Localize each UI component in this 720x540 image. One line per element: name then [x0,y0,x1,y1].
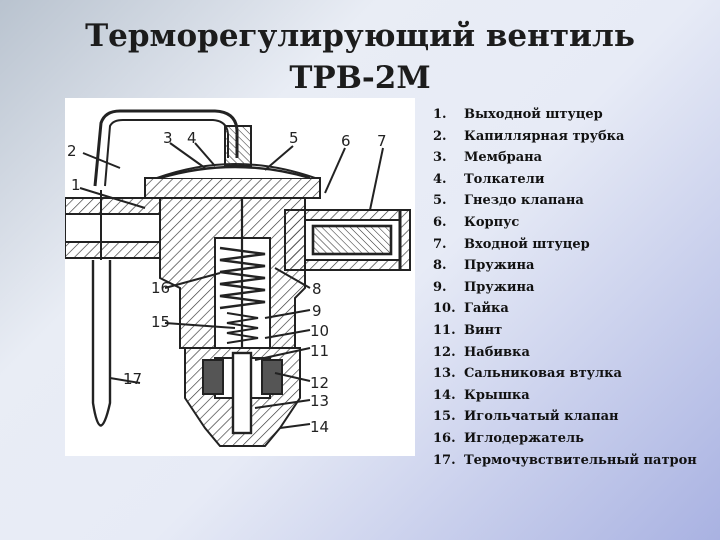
callout-6: 6 [341,132,351,150]
legend-item: 6.Корпус [433,214,520,230]
callout-10: 10 [310,322,329,340]
callout-labels: 1 2 3 4 5 6 7 8 9 10 11 12 13 14 15 16 1… [67,129,387,436]
callout-7: 7 [377,132,387,150]
callout-15: 15 [151,313,170,331]
legend-item: 10.Гайка [433,301,509,317]
legend-item: 4.Толкатели [433,171,545,187]
valve-linework [65,109,411,447]
legend-item: 15.Игольчатый клапан [433,409,619,425]
parts-legend: 1.Выходной штуцер 2.Капиллярная трубка 3… [433,104,713,471]
legend-item: 12.Набивка [433,344,530,360]
legend-item: 3.Мембрана [433,150,543,166]
valve-cross-section-figure: 1 2 3 4 5 6 7 8 9 10 11 12 13 14 15 16 1… [65,98,415,456]
legend-item: 14.Крышка [433,387,530,403]
callout-5: 5 [289,129,299,147]
callout-12: 12 [310,374,329,392]
legend-item: 11.Винт [433,322,503,338]
legend-item: 1.Выходной штуцер [433,107,603,122]
callout-9: 9 [312,302,322,320]
callout-2: 2 [67,142,77,160]
legend-item: 17.Термочувствительный патрон [433,452,697,468]
callout-8: 8 [312,280,322,298]
legend-item: 5.Гнездо клапана [433,193,584,209]
legend-item: 7.Входной штуцер [433,236,590,252]
callout-3: 3 [163,129,173,147]
callout-14: 14 [310,418,329,436]
callout-16: 16 [151,279,170,297]
callout-4: 4 [187,129,197,147]
legend-item: 2.Капиллярная трубка [433,128,625,144]
legend-item: 8.Пружина [433,258,535,274]
slide-title: Терморегулирующий вентиль [85,18,635,54]
valve-drawing: 1 2 3 4 5 6 7 8 9 10 11 12 13 14 15 16 1… [65,109,411,447]
slide-subtitle: ТРВ-2М [289,60,431,96]
callout-11: 11 [310,342,329,360]
legend-item: 9.Пружина [433,279,535,295]
legend-item: 16.Иглодержатель [433,430,584,446]
callout-1: 1 [71,176,81,194]
callout-17: 17 [123,370,142,388]
legend-item: 13.Сальниковая втулка [433,366,622,382]
callout-13: 13 [310,392,329,410]
